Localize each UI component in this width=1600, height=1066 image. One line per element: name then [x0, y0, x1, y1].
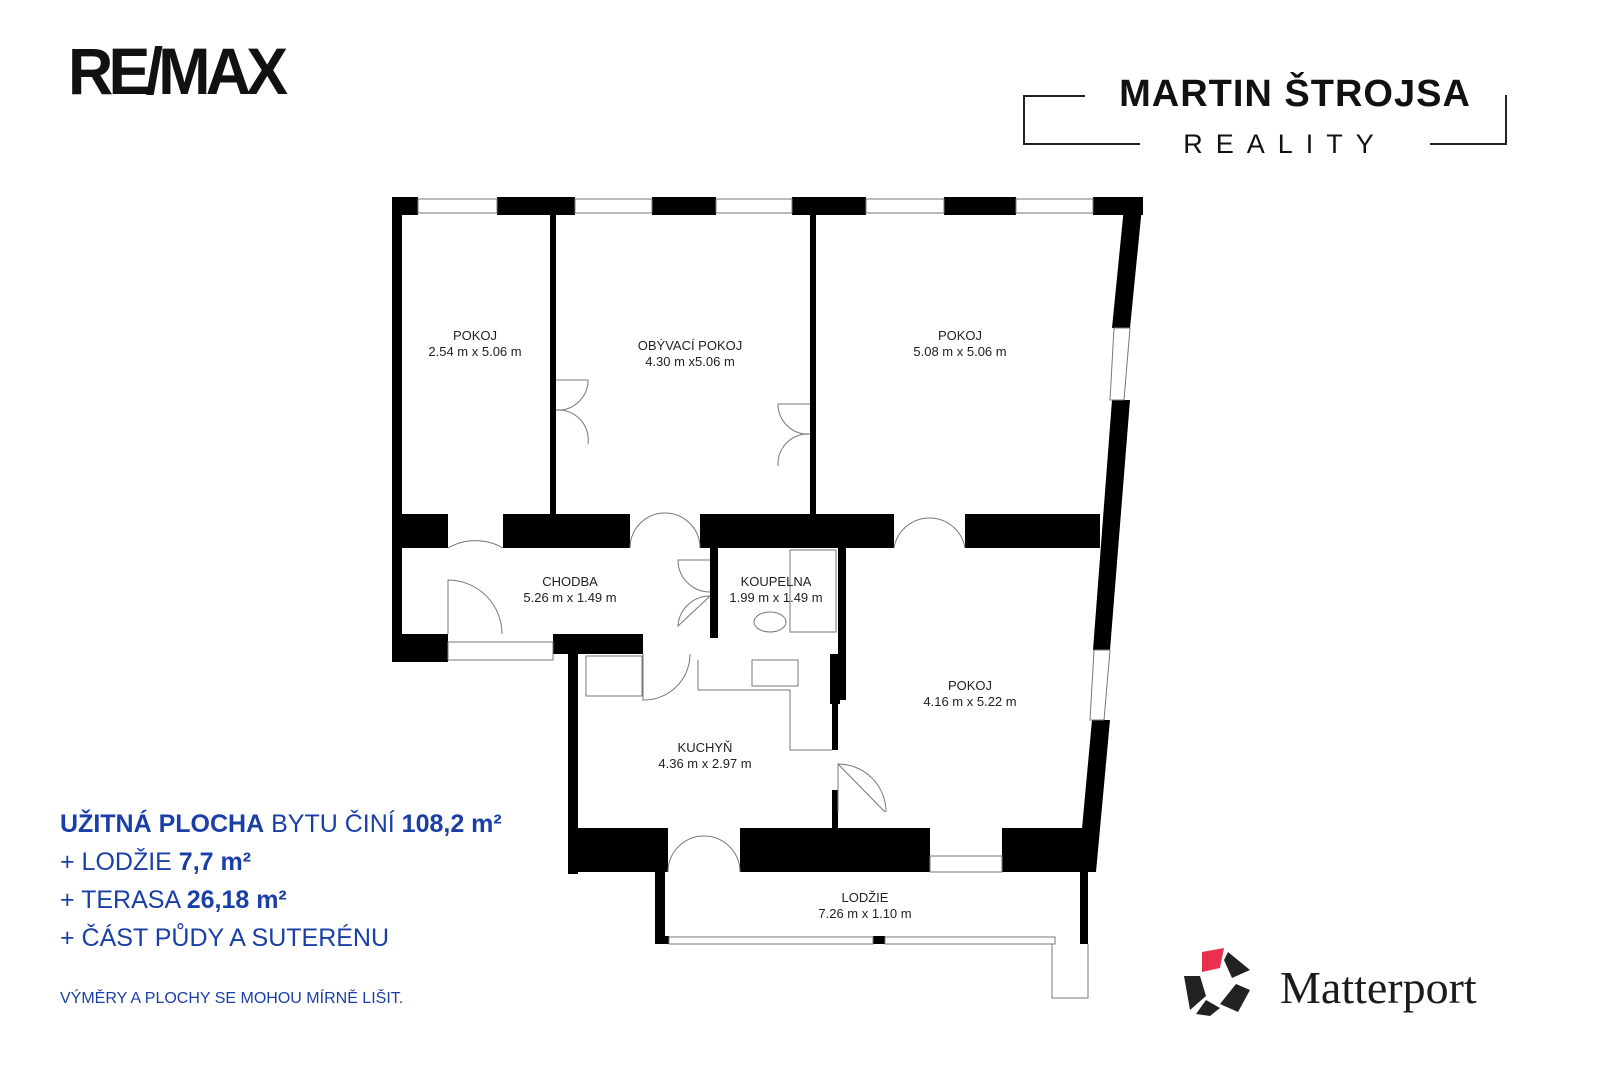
room-label-pokoj-3: POKOJ 4.16 m x 5.22 m — [890, 678, 1050, 710]
agent-subtitle: REALITY — [1140, 127, 1430, 161]
room-label-pokoj-1: POKOJ 2.54 m x 5.06 m — [400, 328, 550, 360]
area-value: 108,2 m² — [401, 810, 502, 838]
area-text: BYTU ČINÍ — [264, 810, 402, 838]
room-label-pokoj-2: POKOJ 5.08 m x 5.06 m — [880, 328, 1040, 360]
room-size: 2.54 m x 5.06 m — [428, 344, 522, 359]
area-summary-line-2: + LODŽIE 7,7 m² — [60, 846, 251, 878]
room-size: 4.16 m x 5.22 m — [923, 694, 1017, 709]
loggia-text: + LODŽIE — [60, 848, 179, 876]
matterport-wordmark: Matterport — [1280, 962, 1477, 1013]
area-label: UŽITNÁ PLOCHA — [60, 810, 265, 838]
area-summary-line-4: + ČÁST PŮDY A SUTERÉNU — [60, 922, 389, 954]
room-label-lodzie: LODŽIE 7.26 m x 1.10 m — [790, 890, 940, 922]
room-name: CHODBA — [542, 574, 598, 589]
room-label-koupelna: KOUPELNA 1.99 m x 1.49 m — [716, 574, 836, 606]
room-name: OBÝVACÍ POKOJ — [637, 338, 743, 353]
terrace-text: + TERASA — [60, 886, 187, 914]
room-name: KUCHYŇ — [677, 740, 733, 755]
terrace-value: 26,18 m² — [186, 886, 287, 914]
room-name: LODŽIE — [841, 890, 889, 905]
room-size: 4.30 m x5.06 m — [645, 354, 735, 369]
room-size: 5.26 m x 1.49 m — [523, 590, 617, 605]
room-size: 1.99 m x 1.49 m — [729, 590, 823, 605]
room-name: KOUPELNA — [740, 574, 812, 589]
room-name: POKOJ — [947, 678, 993, 693]
area-summary-line-1: UŽITNÁ PLOCHA BYTU ČINÍ 108,2 m² — [60, 808, 502, 840]
room-name: POKOJ — [452, 328, 498, 343]
room-name: POKOJ — [937, 328, 983, 343]
loggia-value: 7,7 m² — [178, 848, 252, 876]
floor-plan — [392, 197, 1143, 999]
room-label-chodba: CHODBA 5.26 m x 1.49 m — [490, 574, 650, 606]
room-label-kuchyn: KUCHYŇ 4.36 m x 2.97 m — [630, 740, 780, 772]
extra-text: + ČÁST PŮDY A SUTERÉNU — [60, 924, 390, 952]
agent-name: MARTIN ŠTROJSA — [1085, 70, 1505, 118]
room-label-obyvaci-pokoj: OBÝVACÍ POKOJ 4.30 m x5.06 m — [590, 338, 790, 370]
area-summary-line-3: + TERASA 26,18 m² — [60, 884, 287, 916]
disclaimer-note: VÝMĚRY A PLOCHY SE MOHOU MÍRNĚ LIŠIT. — [60, 990, 404, 1007]
remax-logo: RE/MAX — [68, 34, 288, 108]
room-size: 4.36 m x 2.97 m — [658, 756, 752, 771]
room-size: 5.08 m x 5.06 m — [913, 344, 1007, 359]
room-size: 7.26 m x 1.10 m — [818, 906, 912, 921]
matterport-logo-icon — [1184, 948, 1250, 1016]
